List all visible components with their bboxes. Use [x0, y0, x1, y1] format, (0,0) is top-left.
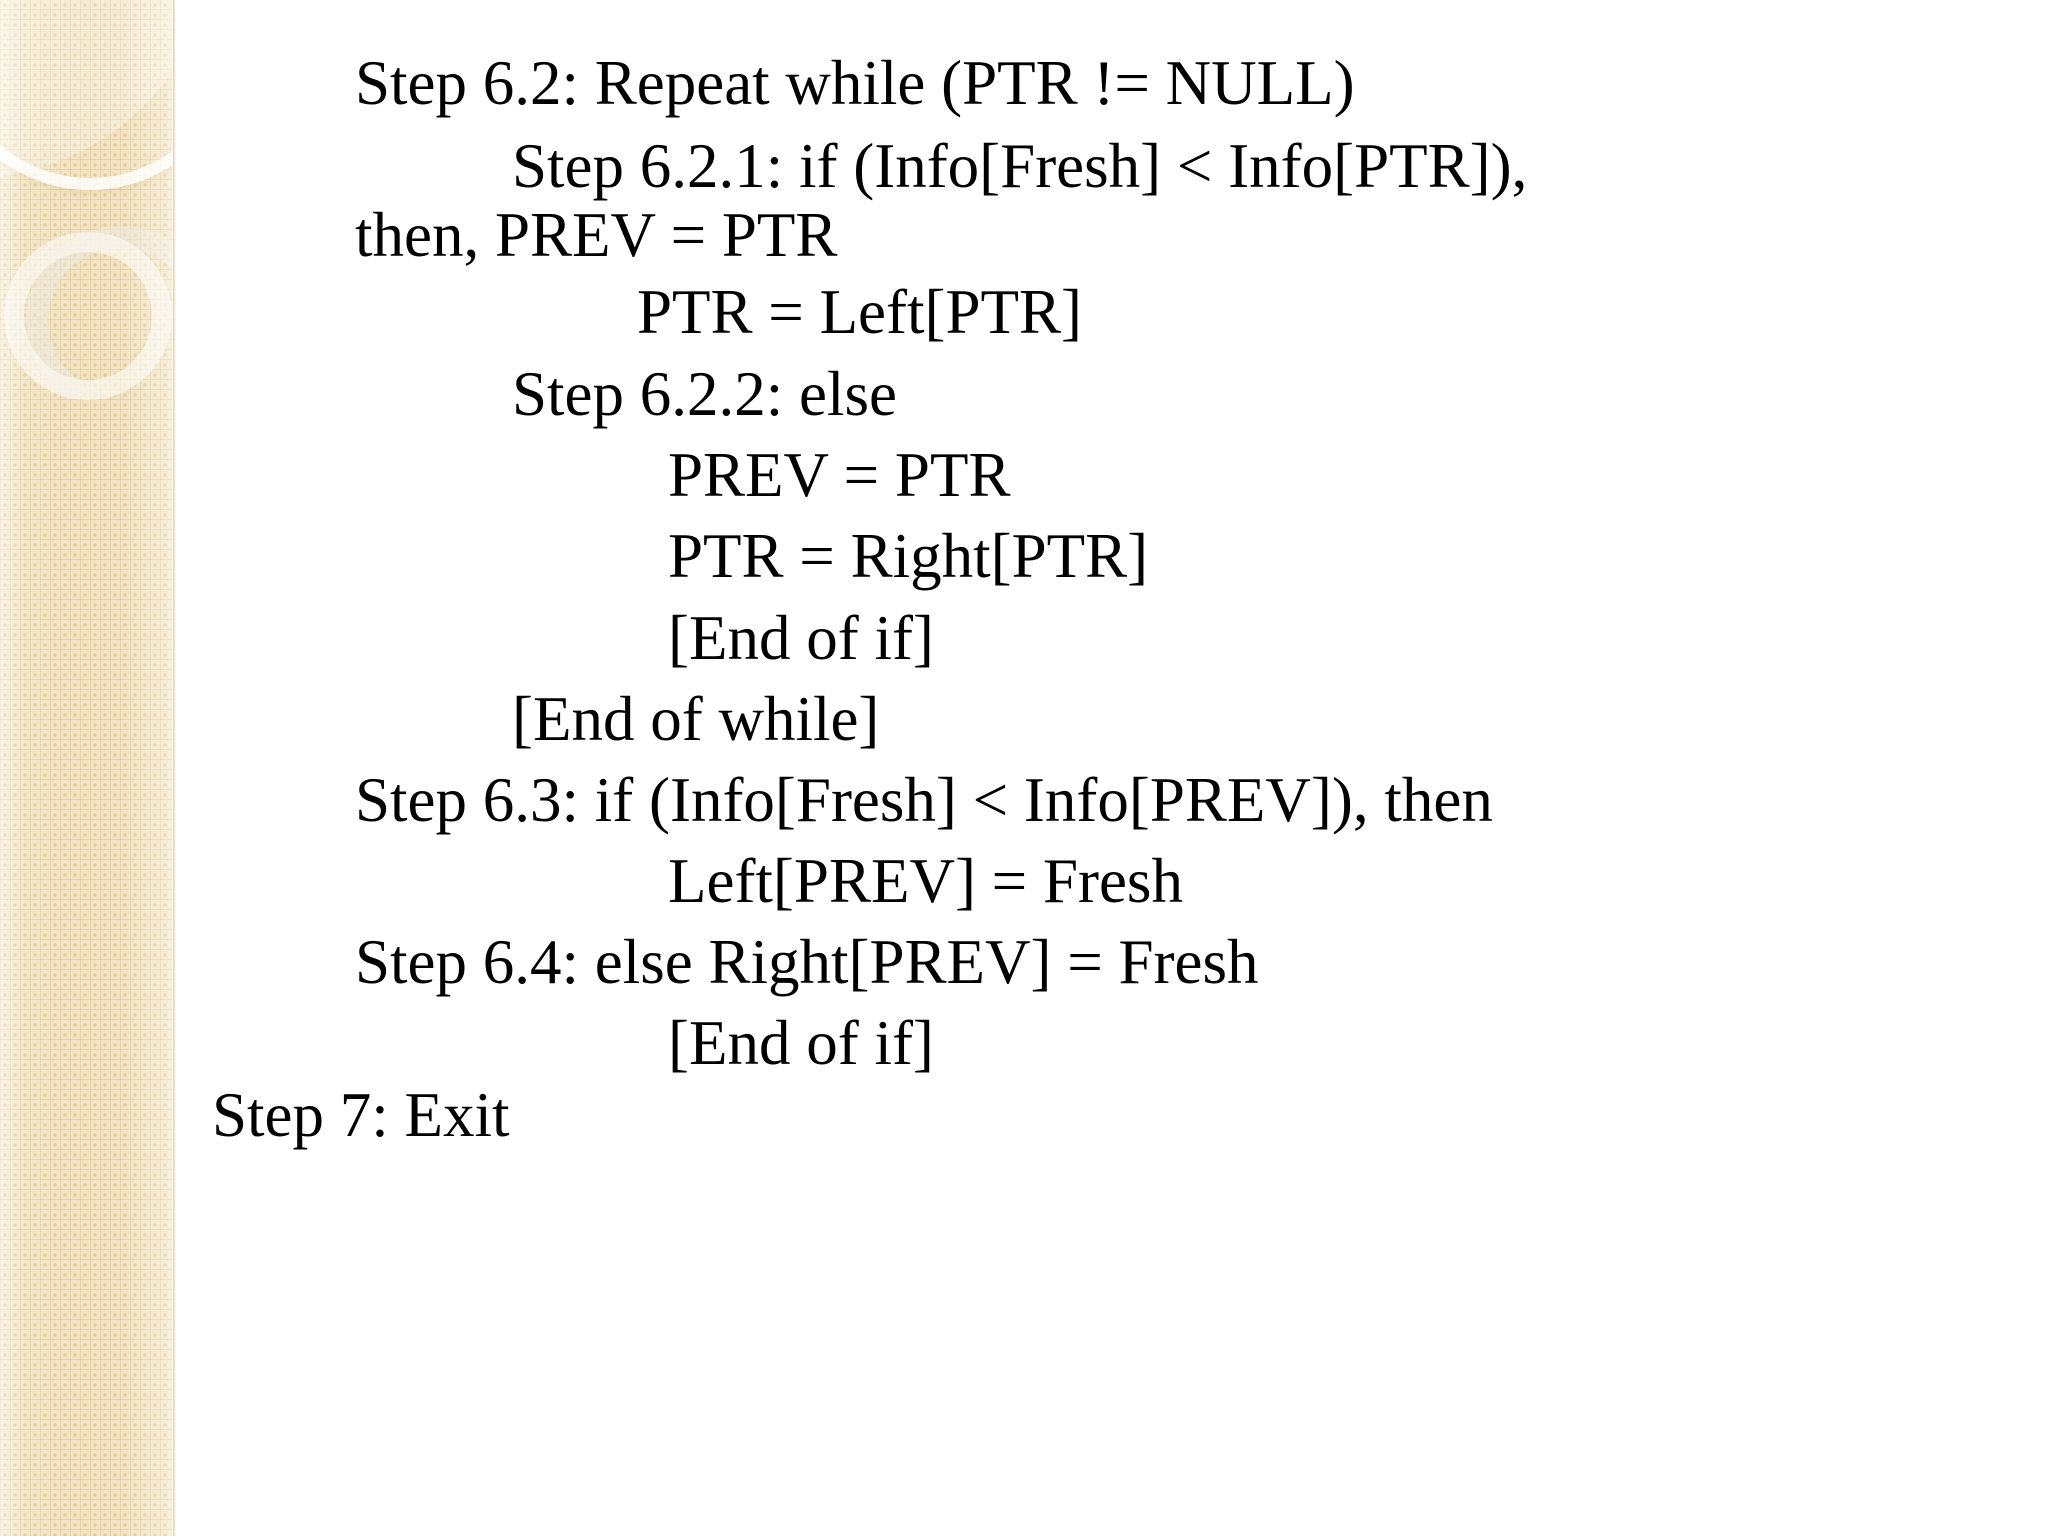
- sidebar-shading: [0, 0, 176, 1536]
- code-line: Step 6.2.2: else: [512, 359, 897, 429]
- code-line: Step 6.2.1: if (Info[Fresh] < Info[PTR])…: [512, 131, 1528, 201]
- slide-decorative-sidebar: [0, 0, 176, 1536]
- code-line: [End of while]: [512, 684, 880, 754]
- code-line: [End of if]: [668, 1008, 934, 1078]
- code-line: Left[PREV] = Fresh: [668, 846, 1183, 916]
- code-line: then, PREV = PTR: [355, 200, 838, 270]
- code-line: PTR = Right[PTR]: [668, 521, 1149, 591]
- slide-body-text: Step 6.2: Repeat while (PTR != NULL) Step…: [176, 0, 2048, 1536]
- code-line: Step 7: Exit: [212, 1080, 510, 1150]
- code-line: Step 6.4: else Right[PREV] = Fresh: [355, 927, 1259, 997]
- code-line: Step 6.2: Repeat while (PTR != NULL): [355, 48, 1355, 118]
- sidebar-edge-divider: [173, 0, 176, 1536]
- code-line: [End of if]: [668, 603, 934, 673]
- code-line: PTR = Left[PTR]: [637, 277, 1082, 347]
- code-line: PREV = PTR: [668, 440, 1011, 510]
- code-line: Step 6.3: if (Info[Fresh] < Info[PREV]),…: [355, 765, 1493, 835]
